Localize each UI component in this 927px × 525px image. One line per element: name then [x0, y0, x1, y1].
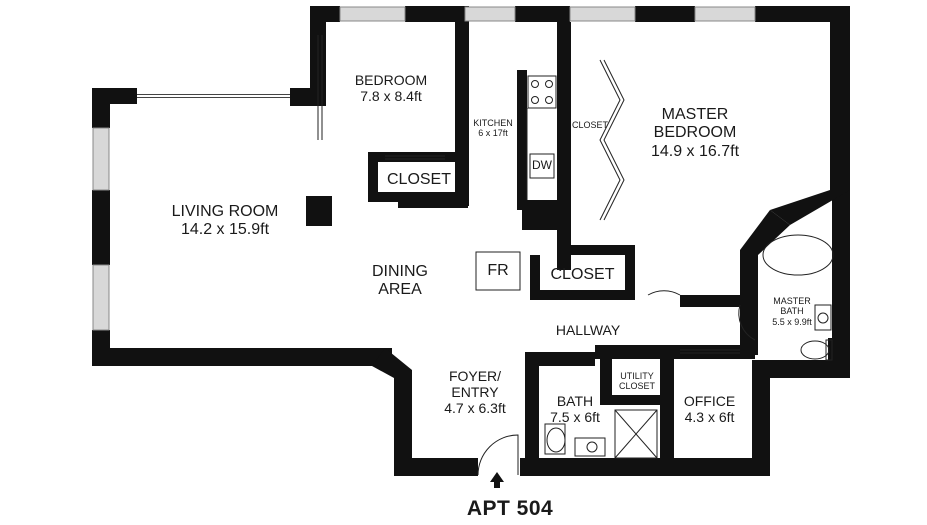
bedroom-closet-label: CLOSET — [386, 171, 451, 188]
fridge-label: FR — [487, 262, 509, 279]
walls — [92, 6, 850, 476]
apartment-title: APT 504 — [466, 497, 554, 520]
windows — [92, 6, 756, 331]
hall-closet-label: CLOSET — [550, 266, 615, 283]
entry-arrow-icon — [490, 472, 504, 488]
master-closet-label: CLOSET — [571, 120, 608, 130]
fixtures — [317, 35, 834, 476]
dishwasher-label: DW — [532, 158, 552, 172]
hallway-label: HALLWAY — [555, 322, 621, 338]
